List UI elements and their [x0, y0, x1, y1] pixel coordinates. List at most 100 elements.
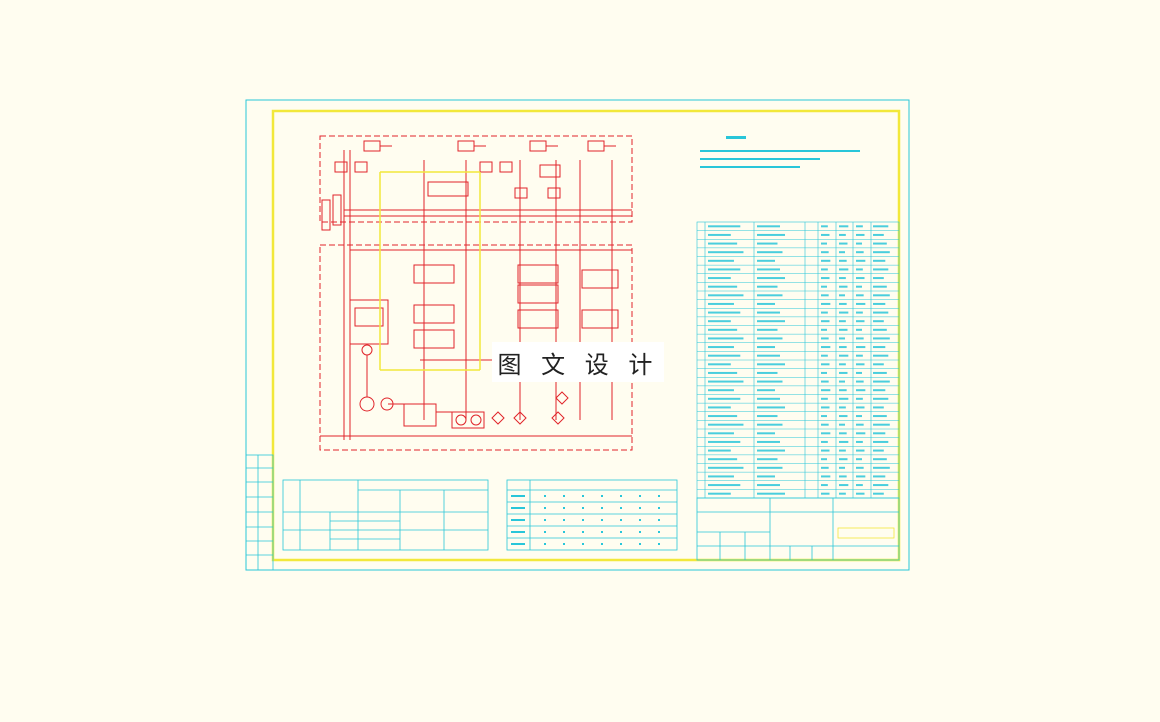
parts-row-mark — [856, 423, 864, 426]
parts-row-mark — [856, 337, 864, 340]
solenoid-mark — [639, 495, 641, 497]
parts-row-mark — [873, 259, 886, 262]
technical-notes — [700, 136, 860, 168]
parts-row-mark — [873, 371, 887, 374]
parts-row-mark — [821, 354, 828, 357]
parts-row-mark — [708, 225, 741, 228]
parts-row-mark — [839, 251, 845, 254]
solenoid-mark — [620, 495, 622, 497]
parts-row-mark — [708, 320, 731, 323]
parts-row-mark — [821, 466, 829, 469]
parts-row-mark — [839, 233, 846, 236]
parts-row-mark — [708, 371, 738, 374]
parts-row-mark — [757, 337, 783, 340]
parts-row-mark — [708, 363, 731, 366]
solenoid-row-label-mark — [511, 507, 525, 509]
parts-row-mark — [821, 311, 828, 314]
parts-row-mark — [839, 346, 847, 349]
parts-row-mark — [856, 268, 863, 271]
parts-row-mark — [757, 311, 780, 314]
parts-row-mark — [708, 449, 731, 452]
parts-row-mark — [821, 406, 830, 409]
parts-row-mark — [839, 311, 849, 314]
parts-row-mark — [839, 406, 846, 409]
parts-row-mark — [708, 484, 741, 487]
parts-row-mark — [873, 406, 884, 409]
parts-row-mark — [757, 285, 778, 288]
parts-row-mark — [757, 466, 783, 469]
parts-row-mark — [856, 380, 864, 383]
parts-row-mark — [873, 294, 890, 297]
parts-row-mark — [821, 294, 829, 297]
solenoid-mark — [601, 519, 603, 521]
watermark: 图 文 设 计 — [492, 342, 664, 382]
parts-row-mark — [821, 320, 830, 323]
solenoid-mark — [639, 519, 641, 521]
parts-row-mark — [757, 320, 785, 323]
parts-row-mark — [708, 415, 738, 418]
parts-row-mark — [839, 285, 848, 288]
parts-row-mark — [821, 346, 831, 349]
parts-row-mark — [708, 233, 731, 236]
parts-row-mark — [873, 311, 889, 314]
parts-row-mark — [708, 440, 741, 443]
parts-row-mark — [873, 475, 886, 478]
parts-row-mark — [821, 363, 830, 366]
parts-row-mark — [708, 277, 731, 280]
solenoid-mark — [639, 507, 641, 509]
parts-row-mark — [757, 328, 778, 331]
parts-row-mark — [821, 251, 829, 254]
parts-row-mark — [757, 259, 775, 262]
highlighted-lines — [379, 171, 481, 371]
parts-row-mark — [839, 337, 845, 340]
parts-row-mark — [856, 311, 863, 314]
parts-row-mark — [856, 328, 862, 331]
solenoid-mark — [601, 495, 603, 497]
parts-row-mark — [873, 440, 889, 443]
solenoid-mark — [544, 495, 546, 497]
parts-row-mark — [757, 277, 785, 280]
parts-row-mark — [839, 328, 848, 331]
parts-row-mark — [757, 423, 783, 426]
parts-row-mark — [856, 458, 862, 461]
parts-row-mark — [856, 389, 866, 392]
parts-row-mark — [757, 380, 783, 383]
solenoid-mark — [544, 543, 546, 545]
parts-row-mark — [839, 225, 849, 228]
parts-row-mark — [856, 466, 864, 469]
parts-row-mark — [856, 475, 866, 478]
solenoid-mark — [582, 519, 584, 521]
parts-row-mark — [839, 259, 847, 262]
parts-row-mark — [873, 302, 886, 305]
parts-row-mark — [839, 432, 847, 435]
solenoid-mark — [658, 519, 660, 521]
parts-row-mark — [821, 432, 831, 435]
parts-row-mark — [821, 233, 830, 236]
parts-row-mark — [708, 397, 741, 400]
parts-row-mark — [708, 285, 738, 288]
parts-row-mark — [757, 251, 783, 254]
parts-row-mark — [856, 285, 862, 288]
parts-row-mark — [839, 389, 847, 392]
parts-row-mark — [757, 302, 775, 305]
hydraulic-circuit — [319, 135, 633, 451]
parts-row-mark — [821, 268, 828, 271]
parts-row-mark — [856, 259, 866, 262]
solenoid-mark — [563, 531, 565, 533]
parts-row-mark — [839, 475, 847, 478]
parts-row-mark — [856, 346, 866, 349]
solenoid-mark — [620, 519, 622, 521]
parts-row-mark — [856, 354, 863, 357]
parts-row-mark — [708, 311, 741, 314]
parts-row-mark — [708, 406, 731, 409]
parts-row-mark — [708, 432, 734, 435]
solenoid-mark — [544, 507, 546, 509]
parts-row-mark — [873, 251, 890, 254]
parts-row-mark — [873, 328, 887, 331]
parts-row-mark — [757, 242, 778, 245]
parts-row-mark — [839, 268, 849, 271]
solenoid-mark — [620, 531, 622, 533]
solenoid-mark — [544, 531, 546, 533]
left-margin-block — [245, 454, 274, 571]
